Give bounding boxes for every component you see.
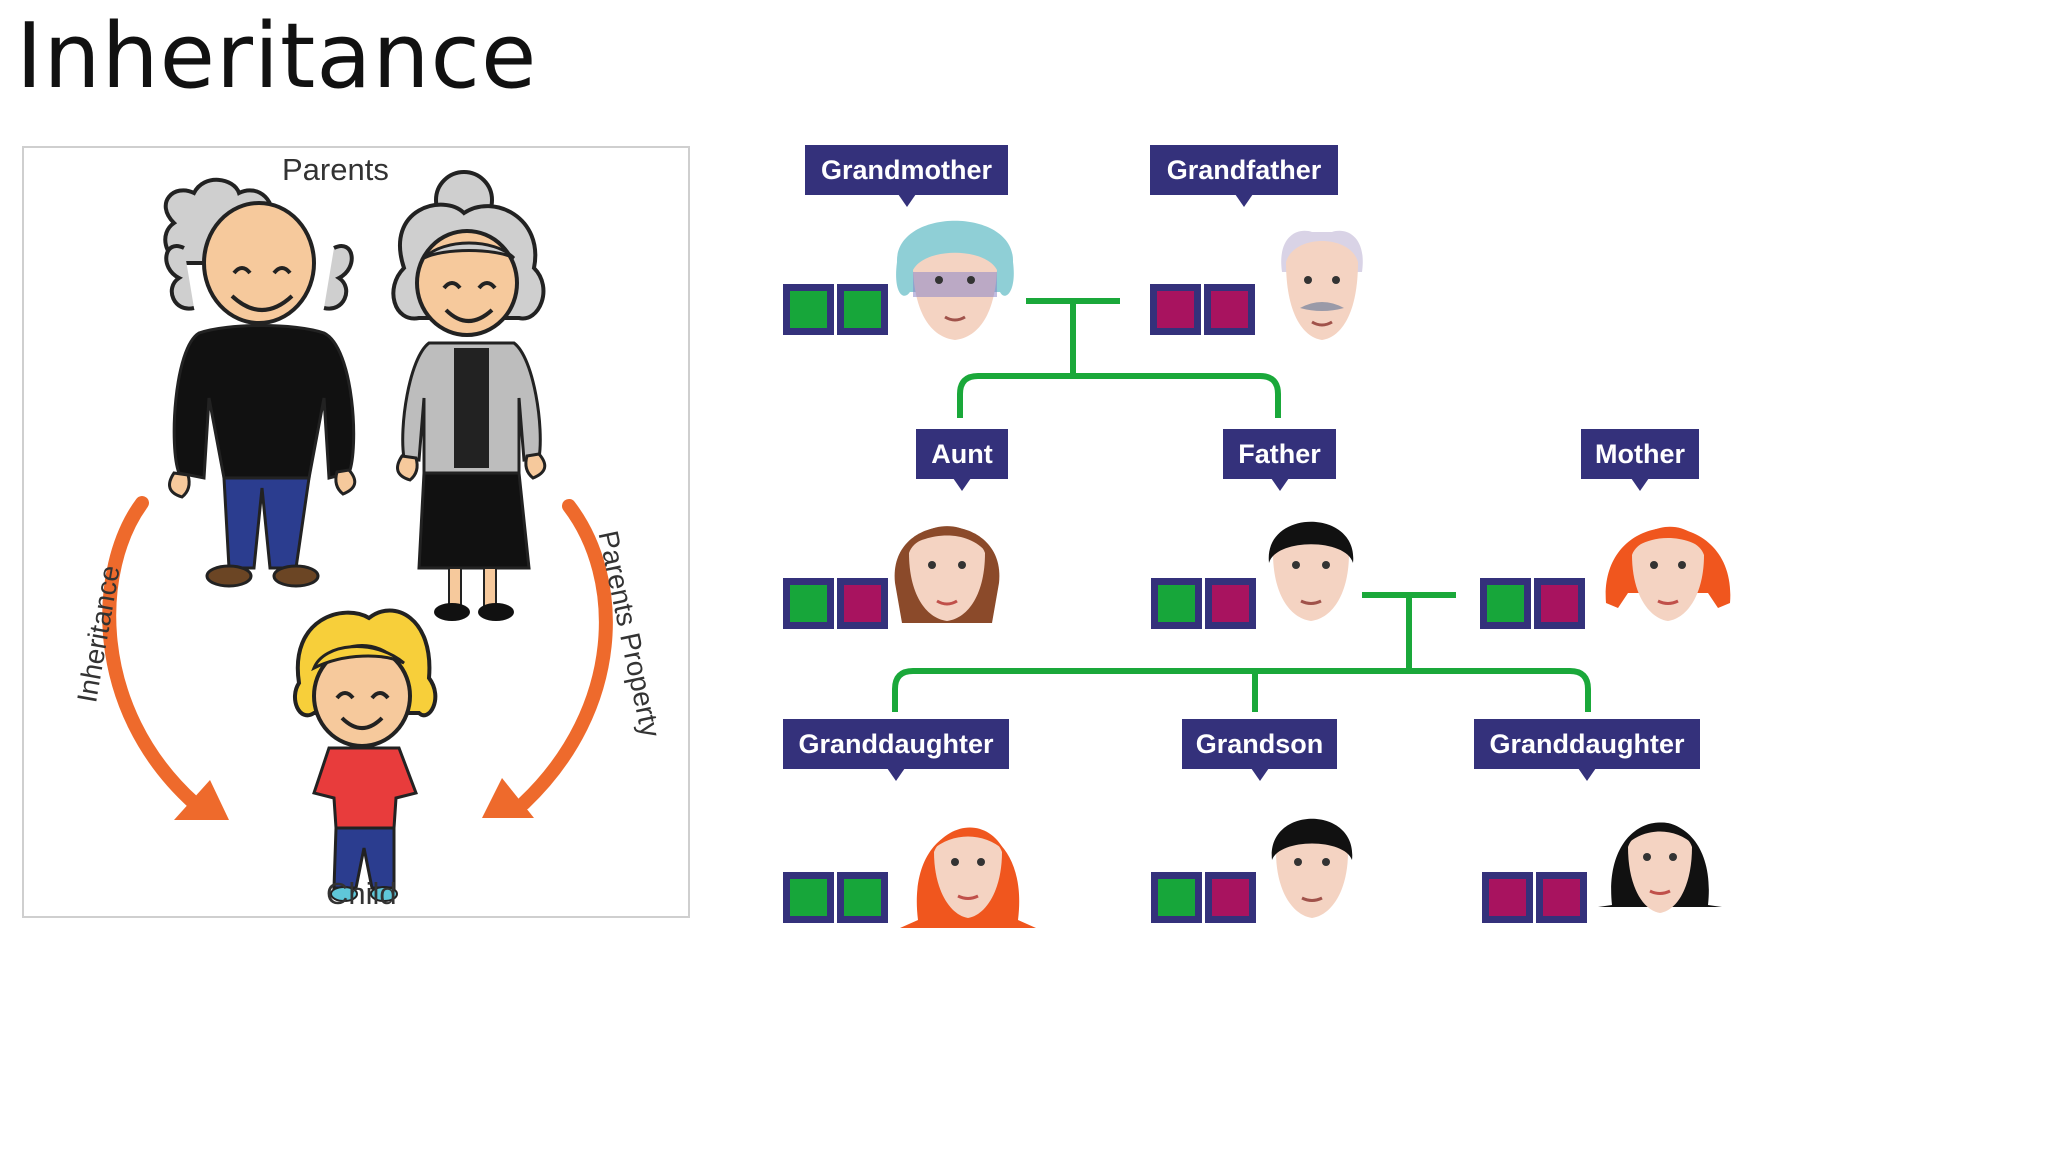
slide-title: Inheritance <box>16 4 538 109</box>
left-orange-arrow <box>102 496 201 810</box>
child-cartoon <box>293 608 438 902</box>
granddaughter-2-face <box>1598 822 1722 913</box>
allele-fill <box>844 291 881 328</box>
right-arrow-head <box>482 778 534 818</box>
allele-box-green <box>1480 578 1531 629</box>
allele-box-green <box>783 872 834 923</box>
allele-box-green <box>837 284 888 335</box>
allele-box-magenta <box>837 578 888 629</box>
label-father: Father <box>1223 429 1336 491</box>
grandfather-cartoon <box>163 177 357 588</box>
allele-fill <box>1487 585 1524 622</box>
grandfather-face <box>1281 230 1363 340</box>
allele-box-green <box>837 872 888 923</box>
label-grandmother: Grandmother <box>805 145 1008 207</box>
allele-box-green <box>1151 578 1202 629</box>
inheritance-illustration: Parents Child Inheritance Parents Proper… <box>22 146 690 918</box>
allele-box-magenta <box>1204 284 1255 335</box>
allele-fill <box>1489 879 1526 916</box>
allele-box-green <box>783 284 834 335</box>
alleles-grandson <box>1151 872 1256 923</box>
illustration-drawing <box>102 170 613 902</box>
alleles-granddaughter-2 <box>1482 872 1587 923</box>
granddaughter-1-face <box>900 827 1036 928</box>
connector-grandparents-branch <box>957 373 1281 418</box>
connector-children-branch <box>892 668 1591 712</box>
parents-label: Parents <box>282 152 389 187</box>
allele-fill <box>790 879 827 916</box>
aunt-face <box>894 526 1000 623</box>
alleles-father <box>1151 578 1256 629</box>
label-grandson: Grandson <box>1182 719 1337 781</box>
alleles-aunt <box>783 578 888 629</box>
right-orange-arrow <box>517 499 613 810</box>
allele-box-green <box>1151 872 1202 923</box>
allele-box-magenta <box>1482 872 1533 923</box>
allele-fill <box>790 585 827 622</box>
allele-fill <box>844 585 881 622</box>
child-label: Child <box>326 876 397 911</box>
label-granddaughter-1: Granddaughter <box>783 719 1009 781</box>
label-aunt: Aunt <box>916 429 1008 491</box>
mother-face <box>1605 526 1731 621</box>
alleles-grandfather <box>1150 284 1255 335</box>
father-face <box>1268 521 1354 621</box>
allele-box-magenta <box>1205 578 1256 629</box>
alleles-granddaughter-1 <box>783 872 888 923</box>
allele-box-magenta <box>1536 872 1587 923</box>
grandmother-face <box>896 220 1014 340</box>
left-arrow-head <box>174 780 229 820</box>
grandson-face <box>1271 818 1353 918</box>
label-granddaughter-2: Granddaughter <box>1474 719 1700 781</box>
label-grandfather: Grandfather <box>1150 145 1338 207</box>
allele-fill <box>1158 585 1195 622</box>
allele-box-green <box>783 578 834 629</box>
allele-fill <box>1212 585 1249 622</box>
allele-fill <box>1212 879 1249 916</box>
alleles-mother <box>1480 578 1585 629</box>
grandmother-cartoon <box>391 170 547 621</box>
allele-box-magenta <box>1205 872 1256 923</box>
allele-fill <box>1543 879 1580 916</box>
allele-fill <box>1158 879 1195 916</box>
allele-fill <box>1211 291 1248 328</box>
allele-box-magenta <box>1534 578 1585 629</box>
allele-fill <box>1157 291 1194 328</box>
allele-box-magenta <box>1150 284 1201 335</box>
allele-fill <box>790 291 827 328</box>
label-mother: Mother <box>1581 429 1699 491</box>
allele-fill <box>844 879 881 916</box>
alleles-grandmother <box>783 284 888 335</box>
allele-fill <box>1541 585 1578 622</box>
